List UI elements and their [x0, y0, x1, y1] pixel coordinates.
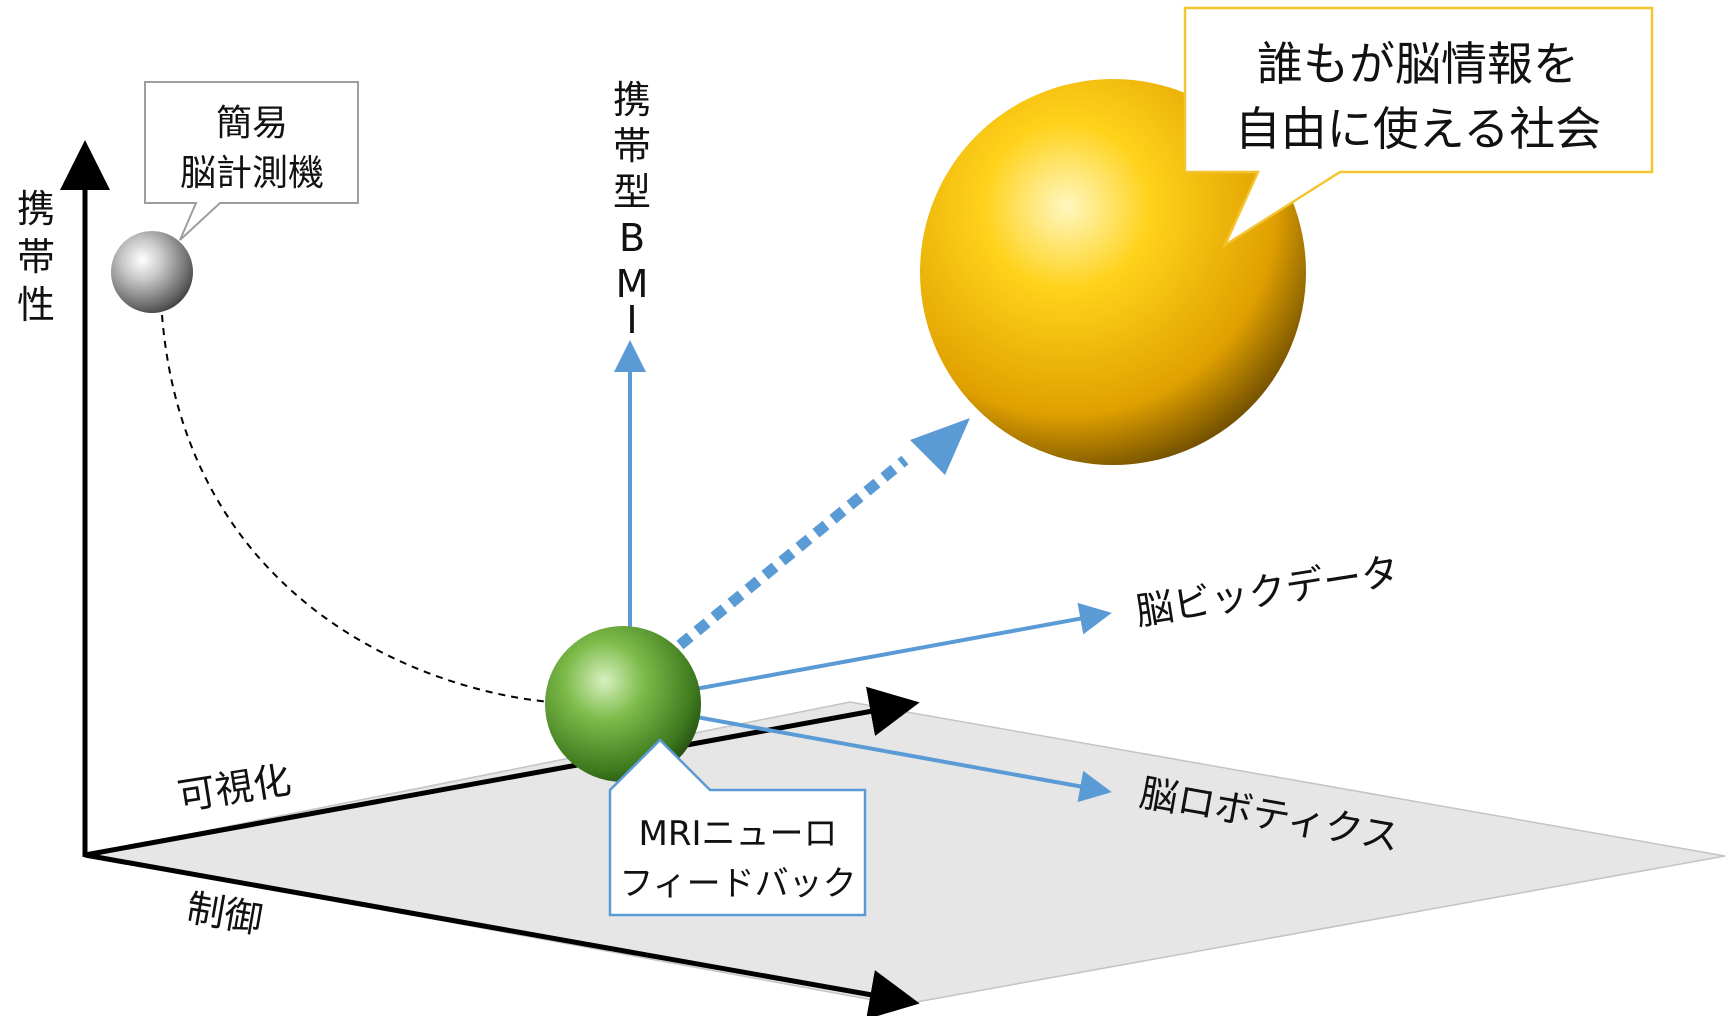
- goal-dotted-arrow: [676, 455, 909, 650]
- goal-arrow-head: [910, 418, 970, 475]
- vertical-axis-label: 携 帯 性: [17, 187, 55, 327]
- bmi-label-char: 携: [613, 78, 651, 122]
- vertical-axis-char: 性: [17, 283, 55, 327]
- mri-callout: MRIニューロ フィードバック: [608, 738, 867, 917]
- big-data-label: 脳ビックデータ: [1133, 549, 1403, 634]
- goal-callout: 誰もが脳情報を 自由に使える社会: [1183, 6, 1654, 249]
- simple-meter-label-line2: 脳計測機: [180, 153, 324, 194]
- bmi-label-char: B: [619, 216, 645, 260]
- depth-axis-label: 制御: [183, 886, 266, 943]
- robotics-arrow: [629, 703, 1112, 803]
- simple-meter-callout: 簡易 脳計測機: [144, 81, 359, 241]
- depth-axis: [84, 852, 920, 1016]
- trajectory-dashed-curve: [161, 314, 551, 703]
- bmi-label-char: I: [626, 298, 637, 342]
- bmi-label: 携 帯 型 B M I: [613, 78, 651, 342]
- big-data-arrow: [689, 602, 1112, 692]
- bmi-label-char: M: [616, 262, 649, 306]
- bmi-label-char: 型: [613, 170, 651, 214]
- vertical-axis-char: 帯: [17, 235, 55, 279]
- mri-label-line2: フィードバック: [619, 864, 856, 904]
- vertical-axis-char: 携: [17, 187, 55, 231]
- ground-plane: [84, 701, 1726, 1006]
- goal-label-line2: 自由に使える社会: [1235, 102, 1602, 156]
- simple-meter-sphere: [111, 231, 193, 313]
- horizontal-axis-label: 可視化: [175, 758, 294, 819]
- bmi-label-char: 帯: [613, 124, 651, 168]
- goal-society-sphere: [920, 79, 1306, 465]
- goal-label-line1: 誰もが脳情報を: [1257, 37, 1579, 91]
- mri-label-line1: MRIニューロ: [639, 814, 838, 854]
- simple-meter-label-line1: 簡易: [216, 103, 288, 144]
